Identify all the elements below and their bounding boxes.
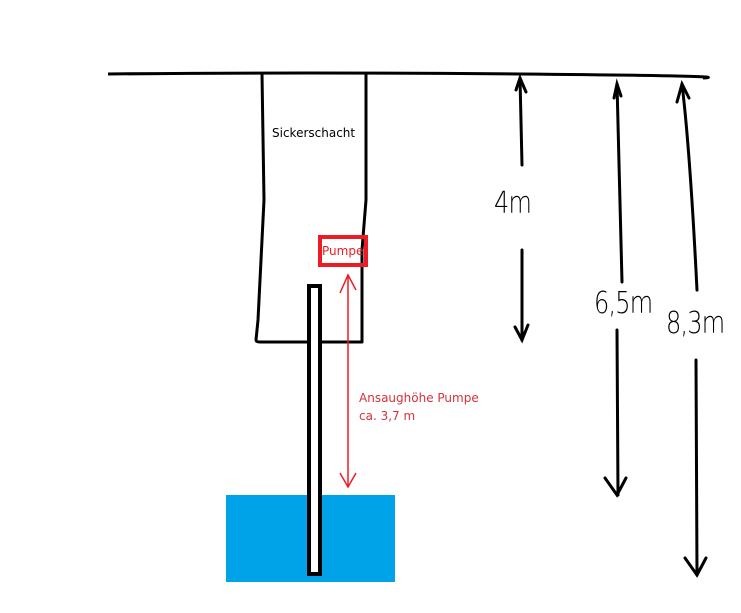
suction-pipe bbox=[307, 284, 322, 576]
suction-height-arrow bbox=[339, 273, 357, 489]
depth-arrow-8-3m bbox=[675, 79, 708, 578]
depth-label-8-3m: 8,3m bbox=[666, 306, 725, 341]
shaft-label: Sickerschacht bbox=[272, 126, 356, 140]
depth-arrow-6-5m bbox=[603, 78, 628, 498]
suction-height-value: ca. 3,7 m bbox=[359, 409, 416, 423]
depth-label-4m: 4m bbox=[494, 186, 532, 221]
pump-box bbox=[318, 235, 368, 267]
pump-label: Pumpe bbox=[322, 244, 364, 258]
ground-line bbox=[107, 71, 710, 80]
seepage-shaft bbox=[254, 73, 368, 344]
depth-label-6-5m: 6,5m bbox=[594, 286, 653, 321]
depth-arrow-4m bbox=[513, 73, 530, 344]
suction-height-title: Ansaughöhe Pumpe bbox=[359, 391, 479, 405]
